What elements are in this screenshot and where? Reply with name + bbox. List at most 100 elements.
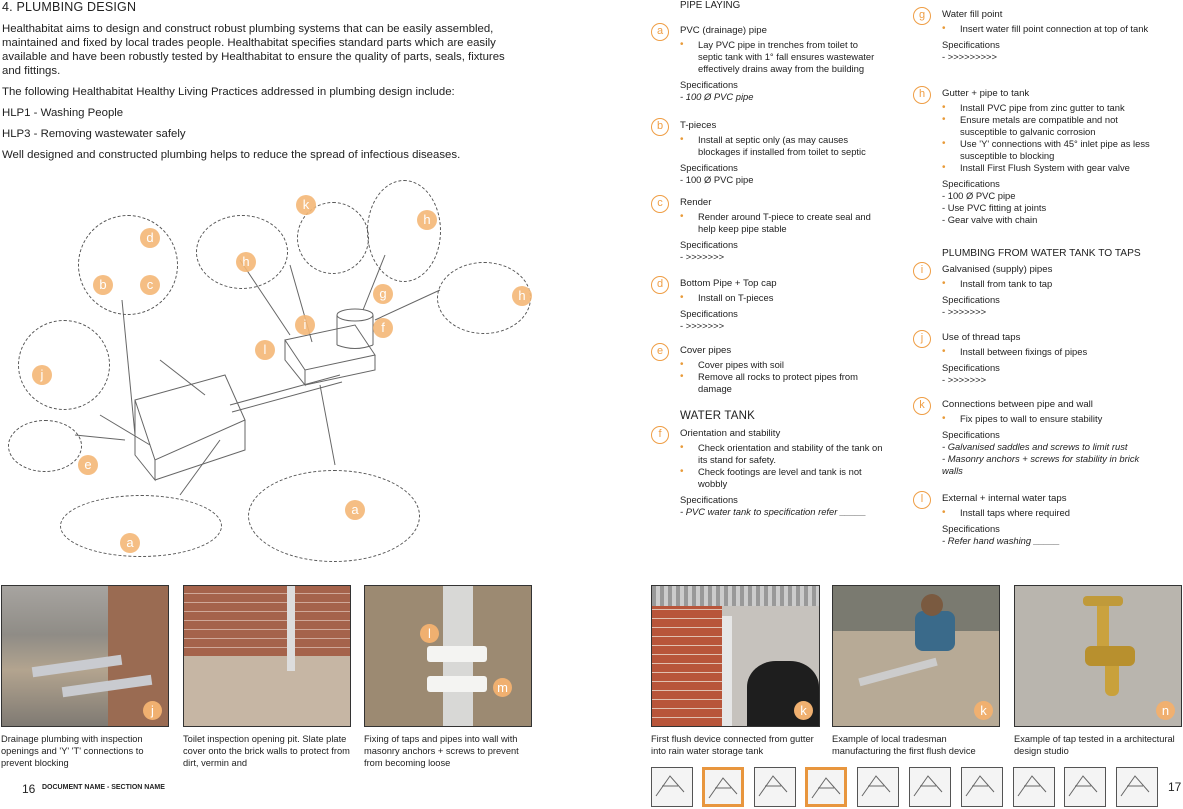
bullet-item: Render around T-piece to create seal and…: [680, 211, 875, 235]
photo-caption: Example of tap tested in a architectural…: [1014, 734, 1175, 756]
bullet-item: Cover pipes with soil: [680, 359, 875, 371]
section-title: Galvanised (supply) pipes: [942, 264, 1053, 275]
section-title: Render: [680, 197, 712, 208]
page-number-left: 16: [22, 782, 36, 796]
page-thumbnail[interactable]: [1116, 767, 1158, 807]
label-a: a: [120, 533, 140, 553]
intro-paragraph: Healthabitat aims to design and construc…: [2, 23, 505, 77]
page-thumbnail[interactable]: [909, 767, 951, 807]
page-thumbnail[interactable]: [1013, 767, 1055, 807]
detail-circle-a2: [248, 470, 420, 562]
label-b: b: [93, 275, 113, 295]
detail-circle-dc: [78, 215, 178, 315]
spec-label: Specifications: [942, 294, 1000, 305]
bullet-item: Install between fixings of pipes: [942, 346, 1157, 358]
section-badge: g: [913, 7, 931, 25]
spec-label: Specifications: [680, 308, 738, 319]
photo-badge: k: [794, 701, 813, 720]
photo-inspection-pit: [183, 585, 351, 727]
bullet-item: Use 'Y' connections with 45° inlet pipe …: [942, 138, 1152, 162]
intro-paragraph: HLP3 - Removing wastewater safely: [2, 128, 186, 140]
spec-label: Specifications: [680, 79, 738, 90]
page-thumbnail[interactable]: [805, 767, 847, 807]
photo-caption: Toilet inspection opening pit. Slate pla…: [183, 734, 350, 768]
spec-section: bT-piecesInstall at septic only (as may …: [651, 118, 875, 186]
page-thumbnail[interactable]: [857, 767, 899, 807]
spec-item: - 100 Ø PVC pipe: [680, 91, 754, 102]
bullet-list: Insert water fill point connection at to…: [942, 23, 1152, 35]
page-thumbnail[interactable]: [651, 767, 693, 807]
label-g: g: [373, 284, 393, 304]
bullet-list: Cover pipes with soilRemove all rocks to…: [680, 359, 875, 395]
photo-badge: l: [420, 624, 439, 643]
spec-item: - 100 Ø PVC pipe: [942, 190, 1016, 201]
spec-label: Specifications: [942, 523, 1000, 534]
spec-item: - Masonry anchors + screws for stability…: [942, 453, 1140, 476]
bullet-item: Insert water fill point connection at to…: [942, 23, 1152, 35]
spec-label: Specifications: [680, 239, 738, 250]
page-thumbnail[interactable]: [754, 767, 796, 807]
spec-label: Specifications: [942, 39, 1000, 50]
bullet-item: Install on T-pieces: [680, 292, 875, 304]
page-number-right: 17: [1168, 780, 1182, 794]
bullet-list: Install taps where required: [942, 507, 1157, 519]
section-title: External + internal water taps: [942, 493, 1067, 504]
spec-label: Specifications: [942, 178, 1000, 189]
label-i: i: [295, 315, 315, 335]
section-badge: f: [651, 426, 669, 444]
label-l: l: [255, 340, 275, 360]
bullet-item: Install PVC pipe from zinc gutter to tan…: [942, 102, 1152, 114]
spec-item: - >>>>>>>: [680, 251, 725, 262]
section-badge: h: [913, 86, 931, 104]
spec-label: Specifications: [942, 362, 1000, 373]
detail-circle-h2: [367, 180, 441, 282]
bullet-item: Install First Flush System with gear val…: [942, 162, 1152, 174]
detail-circle-a1: [60, 495, 222, 557]
bullet-list: Lay PVC pipe in trenches from toilet to …: [680, 39, 875, 75]
section-title: PVC (drainage) pipe: [680, 25, 767, 36]
page-thumbnail[interactable]: [702, 767, 744, 807]
section-title: Cover pipes: [680, 345, 732, 356]
photo-first-flush: k: [651, 585, 820, 727]
detail-circle-h1: [196, 215, 288, 289]
bullet-list: Install at septic only (as may causes bl…: [680, 134, 875, 158]
photo-caption: Drainage plumbing with inspection openin…: [1, 734, 144, 768]
spec-section: c RenderRender around T-piece to create s…: [651, 195, 875, 263]
label-h: h: [512, 286, 532, 306]
spec-section: f Orientation and stabilityCheck orientat…: [651, 426, 885, 518]
bullet-item: Install at septic only (as may causes bl…: [680, 134, 875, 158]
bullet-list: Render around T-piece to create seal and…: [680, 211, 875, 235]
bullet-list: Check orientation and stability of the t…: [680, 442, 885, 490]
spec-section: e Cover pipesCover pipes with soilRemove …: [651, 343, 875, 395]
plumbing-diagram: d b c h k h g h i f l j e a a: [0, 180, 540, 570]
section-badge: e: [651, 343, 669, 361]
bullet-item: Check orientation and stability of the t…: [680, 442, 885, 466]
photo-badge: j: [143, 701, 162, 720]
label-e: e: [78, 455, 98, 475]
water-tank-heading: WATER TANK: [680, 410, 756, 422]
section-badge: c: [651, 195, 669, 213]
bullet-item: Ensure metals are compatible and not sus…: [942, 114, 1152, 138]
spec-item: - >>>>>>>: [680, 320, 725, 331]
label-c: c: [140, 275, 160, 295]
label-k: k: [296, 195, 316, 215]
intro-paragraph: Well designed and constructed plumbing h…: [2, 149, 461, 161]
spec-item: - Galvanised saddles and screws to limit…: [942, 441, 1128, 452]
photo-badge: m: [493, 678, 512, 697]
detail-circle-j: [18, 320, 110, 410]
bullet-list: Install from tank to tap: [942, 278, 1157, 290]
photo-tap-test: n: [1014, 585, 1182, 727]
page-thumbnail[interactable]: [1064, 767, 1106, 807]
photo-caption: First flush device connected from gutter…: [651, 734, 814, 756]
section-title: Water fill point: [942, 9, 1003, 20]
pipe-laying-heading: PIPE LAYING: [680, 0, 741, 11]
section-title: Orientation and stability: [680, 428, 781, 439]
bullet-list: Install between fixings of pipes: [942, 346, 1157, 358]
label-h: h: [417, 210, 437, 230]
page-thumbnail[interactable]: [961, 767, 1003, 807]
section-badge: j: [913, 330, 931, 348]
label-d: d: [140, 228, 160, 248]
